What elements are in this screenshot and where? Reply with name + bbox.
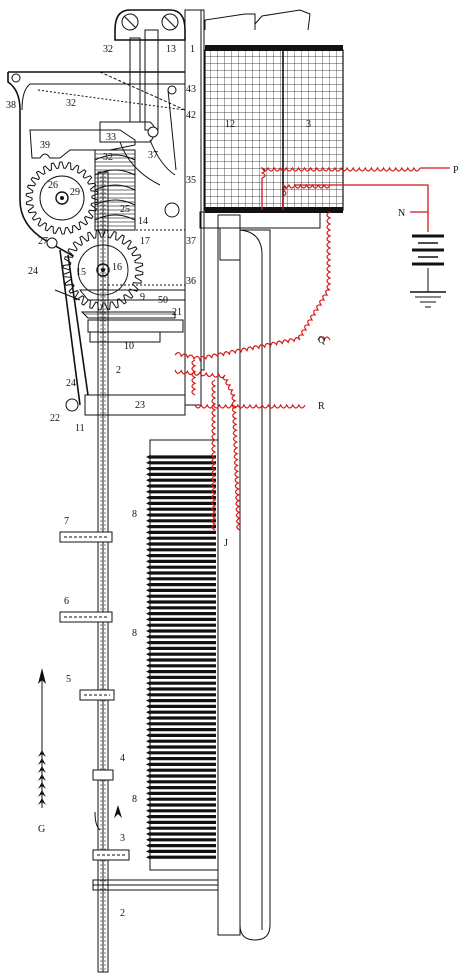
label-23: 23 xyxy=(135,400,145,411)
label-35: 35 xyxy=(186,175,196,186)
lever-frame xyxy=(7,71,186,261)
label-G: G xyxy=(38,824,45,835)
label-Q: Q xyxy=(318,335,326,346)
label-8b: 8 xyxy=(132,628,137,639)
label-13: 13 xyxy=(166,44,176,55)
label-17: 17 xyxy=(140,236,150,247)
label-24b: 24 xyxy=(66,378,76,389)
label-12: 12 xyxy=(225,119,235,130)
label-8c: 8 xyxy=(132,794,137,805)
label-8a: 8 xyxy=(132,509,137,520)
label-39: 39 xyxy=(40,140,50,151)
label-R: R xyxy=(318,401,325,412)
label-33: 33 xyxy=(106,132,116,143)
label-4: 4 xyxy=(120,753,125,764)
label-2b: 2 xyxy=(120,908,125,919)
label-24a: 24 xyxy=(28,266,38,277)
label-14: 14 xyxy=(138,216,148,227)
label-11: 11 xyxy=(75,423,85,434)
label-27: 27 xyxy=(38,236,48,247)
label-32b: 32 xyxy=(66,98,76,109)
label-6: 6 xyxy=(64,596,69,607)
label-16: 16 xyxy=(112,262,122,273)
label-7: 7 xyxy=(64,516,69,527)
label-1: 1 xyxy=(190,44,195,55)
wiring xyxy=(174,166,450,531)
lever-arms xyxy=(99,29,186,218)
label-N: N xyxy=(398,208,405,219)
label-22: 22 xyxy=(50,413,60,424)
label-5: 5 xyxy=(66,674,71,685)
label-38: 38 xyxy=(6,100,16,111)
battery-ground xyxy=(410,190,446,308)
label-36: 36 xyxy=(186,276,196,287)
gear-26 xyxy=(25,161,99,235)
label-37b: 37 xyxy=(186,236,196,247)
top-screws xyxy=(114,9,311,41)
label-15: 15 xyxy=(76,267,86,278)
label-P: P xyxy=(453,165,459,176)
label-42: 42 xyxy=(186,110,196,121)
label-3-coil: 3 xyxy=(306,119,311,130)
label-2a: 2 xyxy=(116,365,121,376)
label-21: 21 xyxy=(172,307,182,318)
label-3: 3 xyxy=(120,833,125,844)
label-9: 9 xyxy=(140,292,145,303)
label-32a: 32 xyxy=(103,44,113,55)
labels: 32 13 1 38 32 43 42 12 3 39 33 32 37 35 … xyxy=(6,44,459,919)
label-50: 50 xyxy=(158,295,168,306)
electromagnet-coil xyxy=(199,45,344,261)
label-25: 25 xyxy=(120,204,130,215)
comb-bars xyxy=(146,455,216,860)
label-J: J xyxy=(224,538,228,549)
label-10: 10 xyxy=(124,341,134,352)
label-26: 26 xyxy=(48,180,58,191)
label-37a: 37 xyxy=(148,150,158,161)
label-29: 29 xyxy=(70,187,80,198)
label-32c: 32 xyxy=(103,152,113,163)
label-43: 43 xyxy=(186,84,196,95)
direction-arrows xyxy=(38,668,122,831)
coin-column xyxy=(59,171,219,973)
